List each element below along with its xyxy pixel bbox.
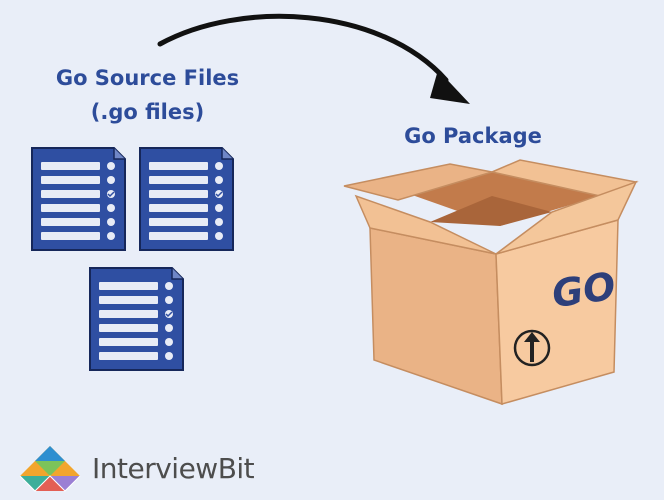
package-title: Go Package <box>404 124 542 148</box>
brand-name: InterviewBit <box>92 452 255 485</box>
source-files-title: Go Source Files <box>55 66 240 90</box>
source-files-subtitle: (.go files) <box>90 100 205 124</box>
up-arrow-icon <box>513 329 551 367</box>
